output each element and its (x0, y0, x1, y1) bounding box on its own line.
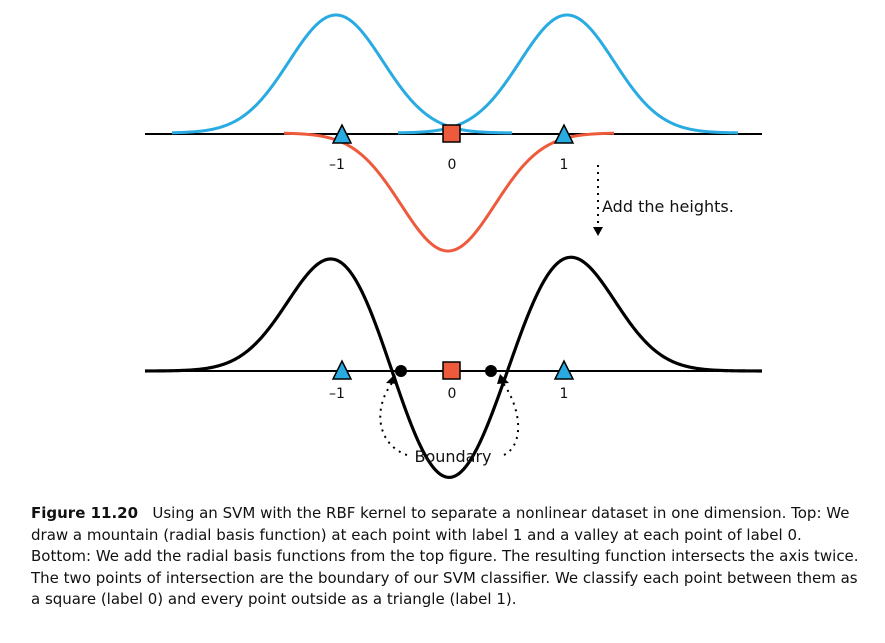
square-point (442, 361, 461, 380)
boundary-arrow-right (502, 382, 520, 456)
top-tick-minus1: –1 (329, 157, 345, 173)
triangle-point-right (553, 359, 575, 380)
square-point (442, 124, 461, 143)
boundary-point-left (395, 365, 407, 377)
bottom-tick-minus1: –1 (329, 386, 345, 402)
figure-caption: Figure 11.20 Using an SVM with the RBF k… (31, 503, 861, 611)
bottom-tick-0: 0 (448, 386, 457, 402)
bottom-tick-1: 1 (560, 386, 569, 402)
rbf-svm-diagram: –1 0 1 Add the heights. –1 0 1 Boundary (145, 13, 762, 479)
boundary-point-right (485, 365, 497, 377)
triangle-point-left (331, 359, 353, 380)
mountain-curve-right (397, 13, 739, 135)
boundary-arrowhead-left (386, 374, 398, 384)
caption-figure-number: Figure 11.20 (31, 504, 139, 522)
top-tick-0: 0 (448, 157, 457, 173)
triangle-point-right (553, 123, 575, 144)
add-heights-label: Add the heights. (602, 197, 734, 216)
bottom-panel: –1 0 1 Boundary (145, 255, 762, 479)
caption-text: Using an SVM with the RBF kernel to sepa… (31, 504, 859, 608)
mountain-curve-left (171, 13, 513, 135)
boundary-label: Boundary (414, 447, 491, 466)
boundary-arrow-left (379, 382, 408, 456)
add-heights-arrow: Add the heights. (593, 165, 734, 236)
arrow-head-down (593, 227, 603, 236)
top-tick-1: 1 (560, 157, 569, 173)
triangle-point-left (331, 123, 353, 144)
top-panel: –1 0 1 (145, 13, 762, 253)
valley-curve (283, 131, 615, 253)
boundary-arrowhead-right (497, 374, 509, 384)
summed-rbf-curve (145, 255, 762, 479)
